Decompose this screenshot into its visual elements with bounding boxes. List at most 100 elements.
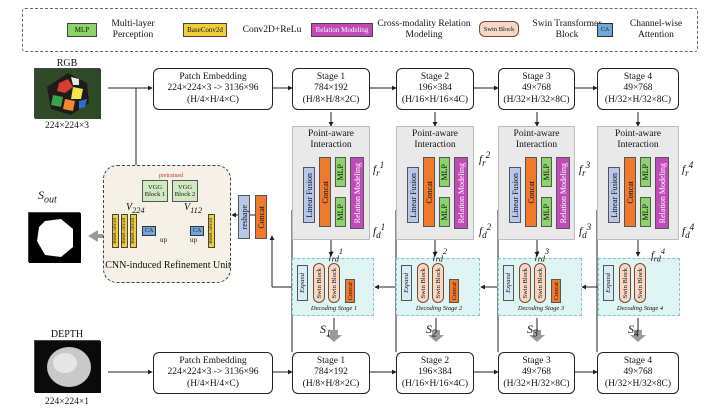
sout-image xyxy=(28,212,81,263)
baseconv-4: BaseConv2d xyxy=(208,214,215,248)
stage-dims: (H/32×H/32×8C) xyxy=(604,94,672,105)
fd-label-3: fd3 xyxy=(579,222,592,240)
fr-label-4: fr4 xyxy=(682,160,694,178)
concat-block: Concat xyxy=(423,157,435,227)
pai-title: Point-aware Interaction xyxy=(615,129,661,150)
v224-label: V224 xyxy=(126,202,145,215)
mlp-block-bottom: MLP xyxy=(335,197,346,227)
depth-stage-2: Stage 2 196×384 (H/16×H/16×4C) xyxy=(396,352,474,394)
stage-name: Stage 3 xyxy=(522,71,551,82)
concat-block: Concat xyxy=(319,157,331,227)
linear-fusion: Linear Fusion xyxy=(608,167,620,223)
concat-block: Concat xyxy=(345,279,355,303)
rgb-stage-1: Stage 1 784×192 (H/8×H/8×2C) xyxy=(292,68,370,110)
rgb-stage-2: Stage 2 196×384 (H/16×H/16×4C) xyxy=(396,68,474,110)
decoding-stage-3: Expand Swin Block Swin Block Concat frd3… xyxy=(498,247,582,316)
fr-label-3: fr3 xyxy=(579,160,591,178)
depth-label: DEPTH xyxy=(50,328,84,340)
stage-dims: (H/32×H/32×8C) xyxy=(503,378,570,389)
stage-name: Stage 4 xyxy=(623,71,653,82)
sout-mask-picture xyxy=(29,213,81,263)
stage-name: Stage 1 xyxy=(316,355,346,366)
depth-image xyxy=(34,340,101,393)
stage-dims: (H/8×H/8×2C) xyxy=(302,378,360,389)
frd-label-2: frd2 xyxy=(433,247,448,264)
stage-shape: 49×768 xyxy=(521,83,552,94)
swin-block-a: Swin Block xyxy=(519,263,531,303)
mlp-block-top: MLP xyxy=(541,157,552,187)
cnn-title: CNN-induced Refinement Unit xyxy=(105,259,231,271)
decoding-stage-3-label: Decoding Stage 3 xyxy=(517,305,565,312)
legend-relation-text: Cross-modality Relation Modeling xyxy=(377,19,471,40)
relation-modeling-block: Relation Modeling xyxy=(350,157,364,229)
legend: MLP Multi-layer Perception BaseConv2d Co… xyxy=(22,8,698,52)
patch-rgb-dims: (H/4×H/4×C) xyxy=(187,94,239,105)
fd-label-2: fd2 xyxy=(479,222,492,240)
rgb-size: 224×224×3 xyxy=(45,121,89,131)
output-s4: S4 xyxy=(628,322,639,340)
vgg-block-1: VGG Block 1 xyxy=(142,180,168,202)
mlp-block-bottom: MLP xyxy=(541,197,552,227)
ca-block-1: CA xyxy=(142,226,156,236)
stage-shape: 49×768 xyxy=(623,83,653,94)
stage-shape: 196×384 xyxy=(418,83,452,94)
stage-dims: (H/32×H/32×8C) xyxy=(604,378,672,389)
patch-rgb-title: Patch Embedding xyxy=(179,71,247,82)
fr-label-2: fr2 xyxy=(479,150,491,168)
pai-title: Point-aware Interaction xyxy=(412,129,458,150)
mlp-block-top: MLP xyxy=(640,157,651,187)
depth-stage-4: Stage 4 49×768 (H/32×H/32×8C) xyxy=(597,352,679,394)
output-s3: S3 xyxy=(527,322,538,340)
output-s2: S2 xyxy=(426,322,437,340)
pai-title: Point-aware Interaction xyxy=(308,129,354,150)
up-label-2: up xyxy=(190,236,197,244)
sout-label: Sout xyxy=(38,188,57,206)
relation-modeling-block: Relation Modeling xyxy=(556,157,570,229)
frd-label-3: frd3 xyxy=(535,247,550,264)
decoding-stage-4-label: Decoding Stage 4 xyxy=(616,305,664,312)
expand-block: Expand xyxy=(401,265,412,301)
vgg-block-2: VGG Block 2 xyxy=(172,180,198,202)
output-s1: S1 xyxy=(320,322,331,340)
stage-shape: 196×384 xyxy=(418,367,452,378)
depth-stage-1: Stage 1 784×192 (H/8×H/8×2C) xyxy=(292,352,370,394)
linear-fusion: Linear Fusion xyxy=(509,167,521,223)
linear-fusion: Linear Fusion xyxy=(303,167,315,223)
legend-mlp-chip: MLP xyxy=(67,23,97,37)
rgb-image xyxy=(34,68,101,119)
stage-dims: (H/16×H/16×4C) xyxy=(401,94,469,105)
concat-block: Concat xyxy=(449,279,459,303)
legend-swin-text: Swin Transformer Block xyxy=(532,19,602,40)
swin-block-b: Swin Block xyxy=(328,263,340,303)
legend-ca-chip: CA xyxy=(597,23,613,37)
stage-dims: (H/32×H/32×8C) xyxy=(503,94,570,105)
pai-title: Point-aware Interaction xyxy=(513,129,560,150)
decoding-stage-4: Expand Swin Block Swin Block frd4 Decodi… xyxy=(598,247,680,316)
depth-size: 224×224×1 xyxy=(45,397,89,407)
expand-block: Expand xyxy=(297,265,308,301)
v112-label: V112 xyxy=(184,202,202,215)
legend-baseconv-chip: BaseConv2d xyxy=(183,23,227,37)
legend-baseconv-text: Conv2D+ReLu xyxy=(242,24,302,35)
patch-depth-shape: 224×224×3 -> 3136×96 xyxy=(167,367,259,378)
pretrained-label: pretrained xyxy=(158,173,184,179)
fr-label-1: fr1 xyxy=(373,160,385,178)
decoding-stage-2-label: Decoding Stage 2 xyxy=(415,305,463,312)
stage-name: Stage 3 xyxy=(522,355,551,366)
rgb-stage-4: Stage 4 49×768 (H/32×H/32×8C) xyxy=(597,68,679,110)
expand-block: Expand xyxy=(603,265,614,301)
swin-block-a: Swin Block xyxy=(313,263,325,303)
stage-dims: (H/16×H/16×4C) xyxy=(401,378,469,389)
cnn-refinement-unit: pretrained VGG Block 1 VGG Block 2 V224 … xyxy=(103,165,231,283)
patch-depth-dims: (H/4×H/4×C) xyxy=(187,378,239,389)
relation-modeling-block: Relation Modeling xyxy=(655,157,669,229)
pai-block-2: Point-aware Interaction Linear Fusion Co… xyxy=(396,126,474,240)
patch-embedding-depth: Patch Embedding 224×224×3 -> 3136×96 (H/… xyxy=(153,352,273,394)
mlp-block-top: MLP xyxy=(335,157,346,187)
stage-name: Stage 4 xyxy=(623,355,653,366)
frd-label-1: frd1 xyxy=(329,247,344,264)
patch-embedding-rgb: Patch Embedding 224×224×3 -> 3136×96 (H/… xyxy=(153,68,273,110)
pai-block-3: Point-aware Interaction Linear Fusion Co… xyxy=(498,126,575,240)
stage-name: Stage 1 xyxy=(316,71,346,82)
